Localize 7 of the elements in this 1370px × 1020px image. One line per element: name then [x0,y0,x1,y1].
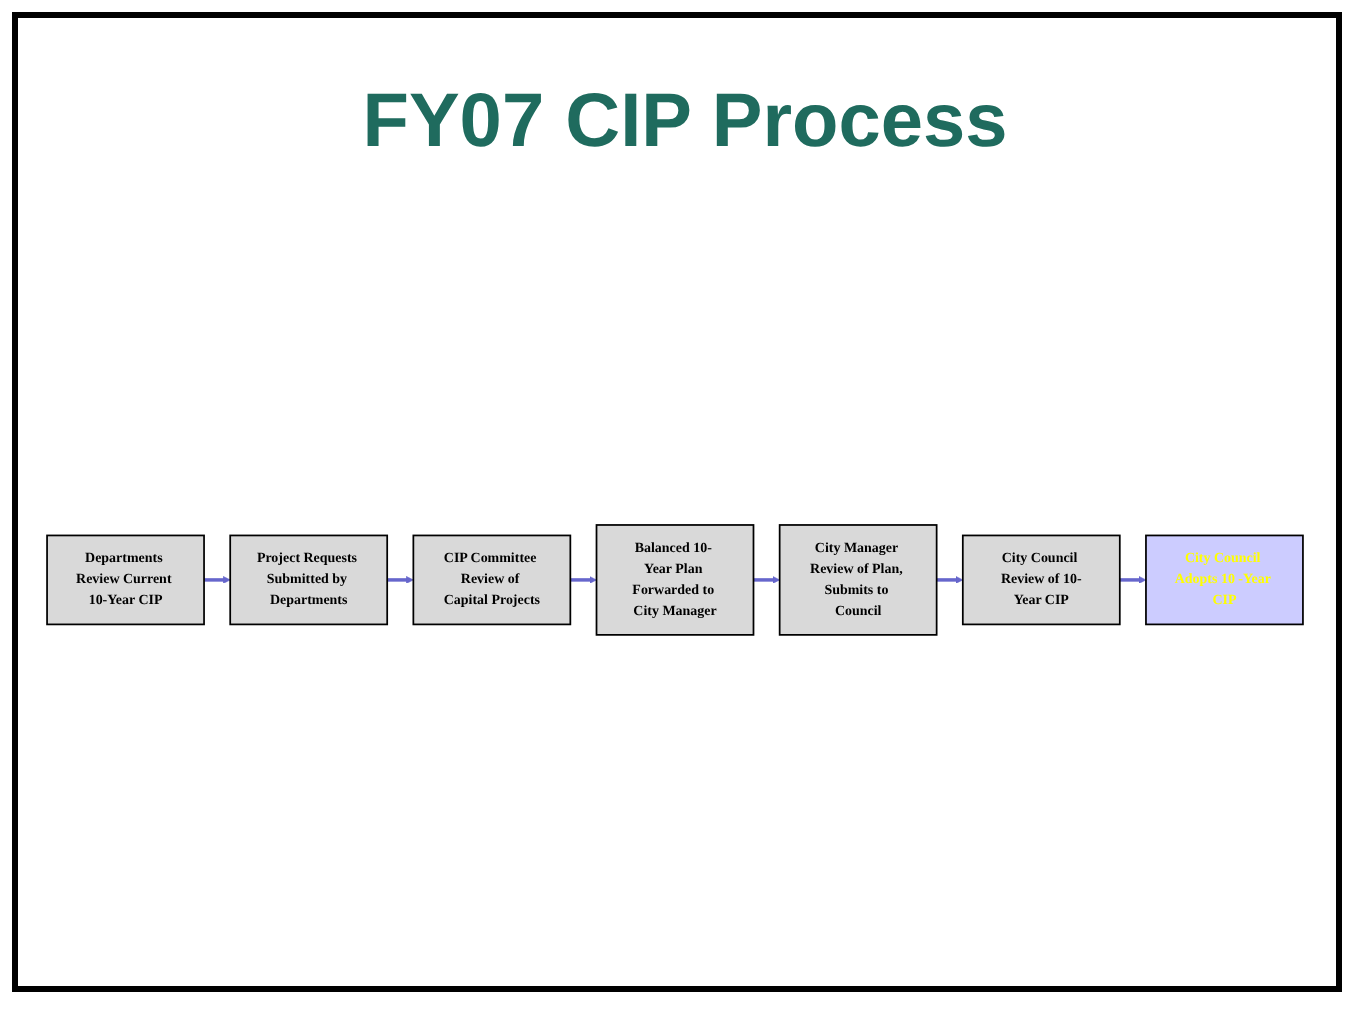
arrow [570,576,597,584]
arrow [1119,576,1147,584]
arrow [936,576,964,584]
title: FY07 CIP Process [360,80,1010,166]
arrow [753,576,780,584]
arrow [204,576,231,584]
arrow [387,576,414,584]
